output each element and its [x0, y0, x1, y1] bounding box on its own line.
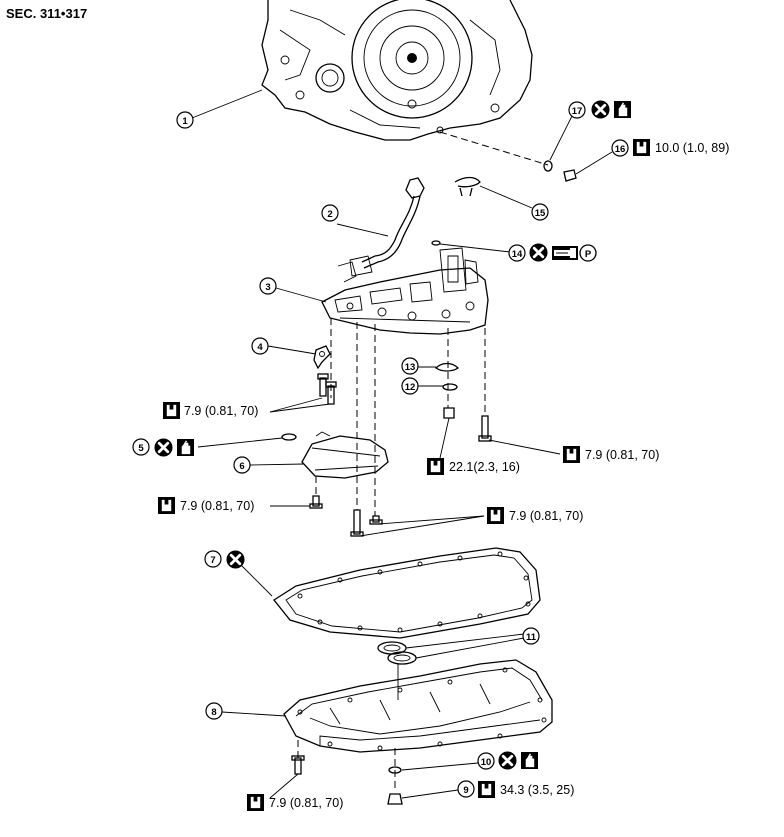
- svg-text:14: 14: [512, 249, 523, 260]
- drain-plug-9: 9 34.3 (3.5, 25): [387, 780, 574, 805]
- spring-13: 13: [401, 357, 460, 375]
- svg-text:9: 9: [463, 785, 468, 796]
- oil-strainer-6: 6: [233, 431, 389, 479]
- torque-pan-bolt: 7.9 (0.81, 70): [269, 796, 343, 810]
- o-ring-14: 14 P: [431, 240, 597, 262]
- svg-text:3: 3: [265, 282, 270, 293]
- svg-text:4: 4: [257, 342, 263, 353]
- section-code: SEC. 311•317: [6, 6, 87, 21]
- oil-pan-8: 8: [205, 659, 553, 753]
- o-ring-5: 5: [132, 433, 297, 457]
- torque-wrench-icon: [163, 402, 180, 419]
- svg-text:P: P: [585, 249, 592, 260]
- svg-text:12: 12: [405, 382, 416, 393]
- drain-plug-gasket-10: 10: [388, 751, 538, 774]
- torque-wrench-icon: [633, 139, 650, 156]
- bolt-right: 7.9 (0.81, 70): [478, 415, 659, 463]
- torque-wrench-icon: [478, 781, 495, 798]
- svg-text:16: 16: [615, 144, 626, 155]
- transaxle-case: [261, 0, 533, 141]
- bolts-near-4: 7.9 (0.81, 70): [163, 373, 337, 419]
- torque-bolt-lower: 7.9 (0.81, 70): [509, 509, 583, 523]
- svg-text:7: 7: [210, 555, 215, 566]
- petroleum-jelly-icon: [579, 244, 597, 262]
- pan-bolt: 7.9 (0.81, 70): [247, 755, 343, 811]
- torque-wrench-icon: [487, 507, 504, 524]
- leader-case-to-seal: [439, 131, 549, 166]
- do-not-reuse-icon: [154, 438, 173, 457]
- svg-text:2: 2: [327, 209, 332, 220]
- torque-16: 10.0 (1.0, 89): [655, 141, 729, 155]
- callout-1: 1: [176, 89, 263, 129]
- torque-9: 34.3 (3.5, 25): [500, 783, 574, 797]
- torque-12: 22.1(2.3, 16): [449, 460, 520, 474]
- torque-bolt-6: 7.9 (0.81, 70): [180, 499, 254, 513]
- o-ring-17: 17: [543, 100, 631, 172]
- do-not-reuse-icon: [498, 751, 517, 770]
- washer-12: 12: [401, 377, 458, 395]
- bolt-16: 16 10.0 (1.0, 89): [563, 139, 729, 182]
- svg-text:13: 13: [405, 362, 416, 373]
- bolt-under-12: 22.1(2.3, 16): [427, 407, 520, 475]
- control-valve: 3: [259, 247, 489, 335]
- svg-text:5: 5: [138, 443, 144, 454]
- snap-ring-15: 15: [454, 176, 549, 221]
- bolts-lower: 7.9 (0.81, 70): [350, 507, 583, 537]
- torque-wrench-icon: [158, 497, 175, 514]
- terminal-cord-assembly: 2: [321, 177, 425, 283]
- magnets-11: 11: [377, 627, 540, 700]
- torque-wrench-icon: [427, 458, 444, 475]
- do-not-reuse-icon: [591, 100, 610, 119]
- torque-bolt-4: 7.9 (0.81, 70): [184, 404, 258, 418]
- bracket-4: 4: [251, 337, 331, 370]
- svg-text:11: 11: [526, 632, 537, 643]
- svg-text:6: 6: [239, 461, 244, 472]
- do-not-reuse-icon: [226, 550, 245, 569]
- svg-text:17: 17: [572, 106, 583, 117]
- grease-icon: [552, 246, 578, 260]
- apply-fluid-icon: [177, 439, 194, 456]
- apply-fluid-icon: [614, 101, 631, 118]
- torque-wrench-icon: [247, 794, 264, 811]
- svg-text:15: 15: [535, 208, 546, 219]
- svg-text:10: 10: [481, 757, 492, 768]
- torque-bolt-right: 7.9 (0.81, 70): [585, 448, 659, 462]
- torque-wrench-icon: [563, 446, 580, 463]
- do-not-reuse-icon: [529, 243, 548, 262]
- svg-text:8: 8: [211, 707, 216, 718]
- oil-pan-gasket-7: 7: [204, 547, 541, 639]
- apply-fluid-icon: [521, 752, 538, 769]
- svg-text:1: 1: [182, 116, 188, 127]
- bolt-6: 7.9 (0.81, 70): [158, 495, 323, 514]
